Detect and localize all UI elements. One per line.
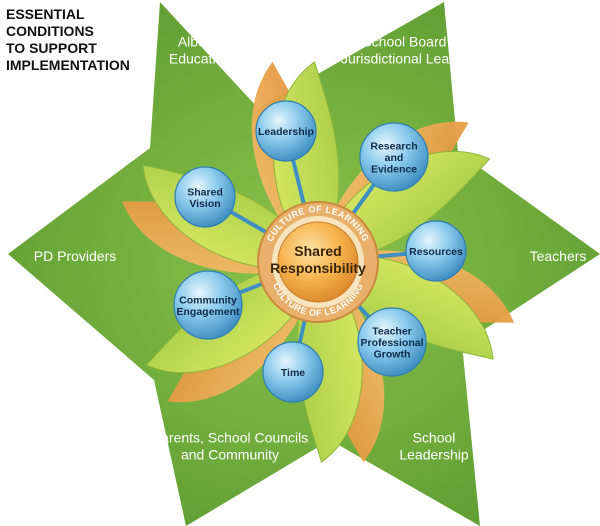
condition-label: Resources — [409, 246, 463, 258]
condition-label: Time — [281, 367, 305, 379]
condition-circle — [174, 166, 236, 228]
center-line: Shared — [294, 243, 341, 259]
stakeholder-label: School — [413, 430, 456, 446]
center-line: Responsibility — [270, 260, 366, 276]
title-line: TO SUPPORT — [6, 40, 97, 56]
stakeholder-label: Jurisdictional Leadership — [341, 51, 495, 67]
stakeholder-label: PD Providers — [34, 248, 116, 264]
condition-nodes: LeadershipResearchandEvidenceResourcesTe… — [173, 100, 467, 403]
title-line: CONDITIONS — [6, 23, 94, 39]
condition-circle — [357, 307, 427, 377]
condition-label: and — [385, 152, 404, 164]
center-circle — [277, 221, 359, 303]
condition-circle — [255, 100, 317, 162]
condition-label: Engagement — [176, 306, 240, 318]
condition-circle — [359, 122, 429, 192]
condition-label: Shared — [187, 186, 223, 198]
condition-label: Vision — [189, 198, 220, 210]
condition-circle — [405, 220, 467, 282]
condition-node-leadership: Leadership — [255, 100, 317, 162]
stakeholder-label: and Community — [181, 447, 279, 463]
stakeholder-label: Leadership — [399, 447, 468, 463]
condition-circle — [173, 270, 243, 340]
condition-node-time: Time — [262, 341, 324, 403]
condition-label: Community — [179, 294, 237, 306]
stakeholder-label: Alberta — [178, 34, 223, 50]
condition-label: Growth — [374, 349, 411, 361]
condition-node-resources: Resources — [405, 220, 467, 282]
condition-label: Leadership — [258, 126, 314, 138]
stakeholder-teachers: Teachers — [530, 248, 587, 264]
condition-label: Teacher — [372, 326, 412, 338]
stakeholder-label: Parents, School Councils — [152, 430, 308, 446]
stakeholder-pd-providers: PD Providers — [34, 248, 116, 264]
condition-label: Evidence — [371, 164, 417, 176]
condition-label: Professional — [360, 337, 423, 349]
title-line: ESSENTIAL — [6, 6, 85, 22]
diagram-title: ESSENTIAL CONDITIONS TO SUPPORT IMPLEMEN… — [6, 6, 156, 74]
stakeholder-label: School Board and — [362, 34, 473, 50]
stakeholder-label: Teachers — [530, 248, 587, 264]
stakeholder-label: Education — [169, 51, 231, 67]
condition-circle — [262, 341, 324, 403]
condition-label: Research — [370, 141, 417, 153]
title-line: IMPLEMENTATION — [6, 57, 130, 73]
